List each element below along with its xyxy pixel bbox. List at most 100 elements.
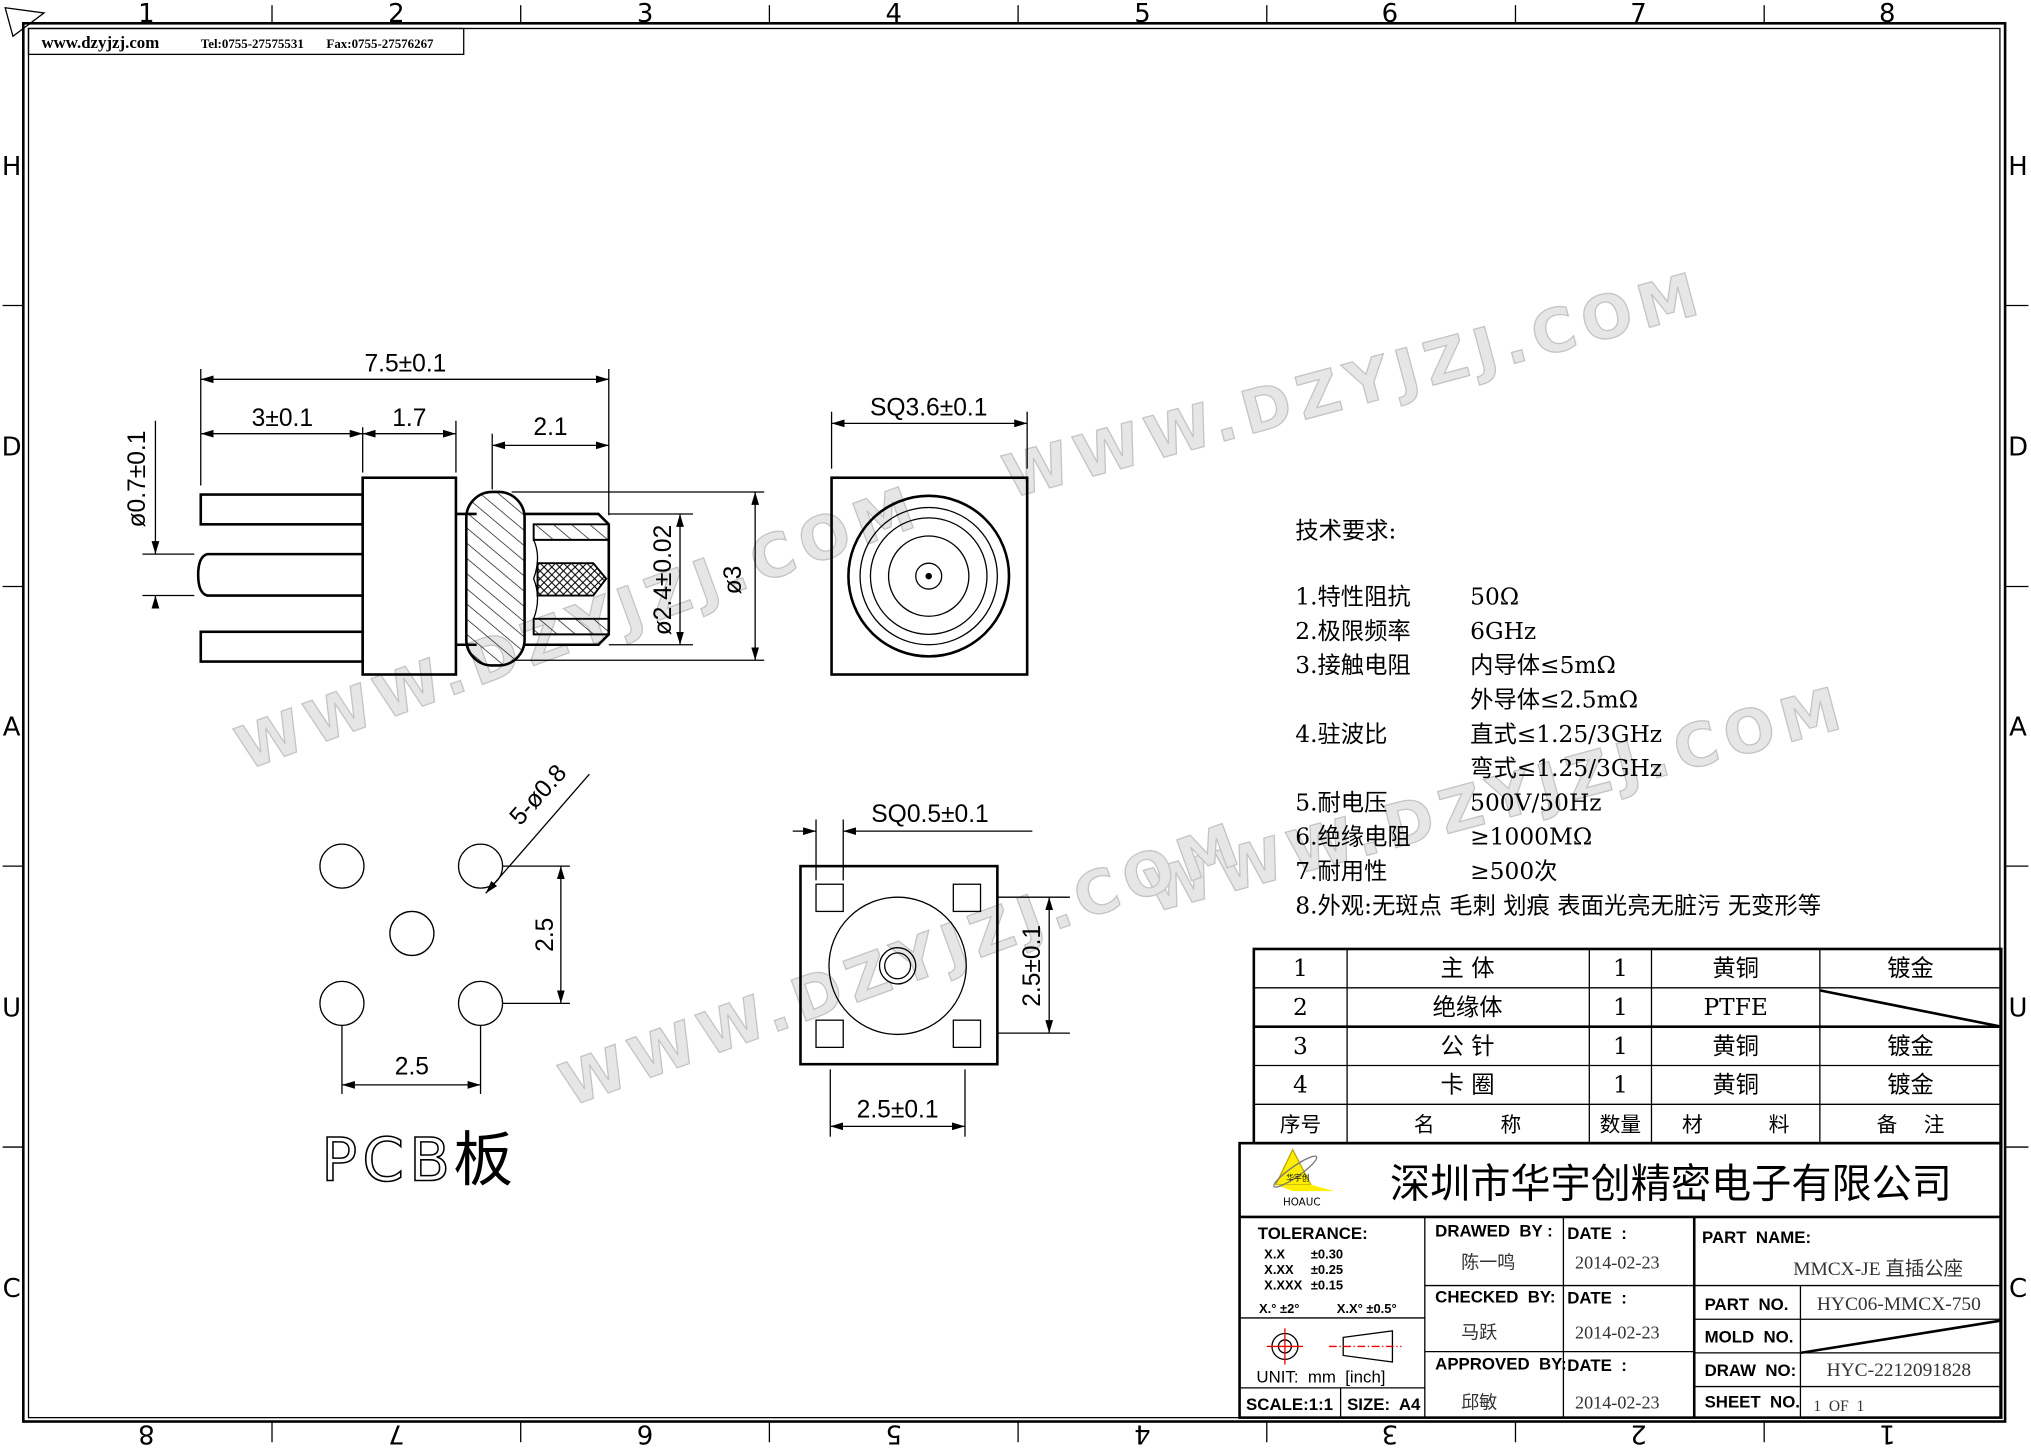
unit-label: UNIT: mm [inch]	[1256, 1368, 1385, 1387]
header-material: 材 料	[1682, 1113, 1789, 1137]
side-view: 7.5±0.1 3±0.1 1.7 2.1 ø0.7±0.1 ø2.4±0.02…	[124, 351, 765, 676]
company-name: 深圳市华宇创精密电子有限公司	[1390, 1162, 1952, 1208]
parts-cell-no: 4	[1293, 1072, 1308, 1099]
pin-center	[196, 552, 363, 597]
grid-col-bottom: 1	[1879, 1418, 1895, 1448]
draw-no-label: DRAW NO:	[1705, 1361, 1797, 1380]
tech-req-value: 弯式≤1.25/3GHz	[1470, 755, 1662, 782]
technical-requirements: 技术要求: 1.特性阻抗 50Ω 2.极限频率 6GHz 3.接触电阻 内导体≤5mΩ 外导…	[1295, 518, 1821, 920]
header-name: 名 称	[1414, 1113, 1521, 1137]
tel-text: Tel:0755-27575531	[201, 36, 304, 51]
parts-cell-qty: 1	[1613, 1072, 1628, 1099]
dim-pin-diameter: ø0.7±0.1	[124, 431, 151, 528]
grid-col-7: 7	[1630, 0, 1646, 29]
watermark: WWW.DZYJZJ.COM	[551, 809, 1254, 1121]
part-name-label: PART NAME:	[1702, 1228, 1811, 1247]
tolerance-value: ±0.30	[1311, 1246, 1343, 1261]
grid-row-a: A	[2009, 712, 2027, 742]
parts-cell-name: 绝缘体	[1433, 994, 1503, 1021]
sheet-no-value: 1 OF 1	[1813, 1398, 1864, 1415]
parts-cell-name: 主 体	[1441, 955, 1495, 982]
grid-row-d: D	[2008, 433, 2028, 463]
tech-req-label: 4.驻波比	[1295, 721, 1387, 748]
front-view: SQ3.6±0.1	[830, 395, 1029, 676]
grid-labels-bottom: 8 7 6 5 4 3 2 1	[138, 1418, 1895, 1448]
watermark: WWW.DZYJZJ.COM	[996, 259, 1712, 513]
tech-req-label: 2.极限频率	[1295, 618, 1410, 645]
dim-hole-count-diameter: 5-ø0.8	[505, 760, 573, 831]
pcb-hole	[319, 980, 365, 1027]
size-label: SIZE: A4	[1347, 1395, 1421, 1414]
date-label: DATE :	[1567, 1356, 1627, 1375]
mold-no-label: MOLD NO.	[1705, 1328, 1794, 1347]
drawing-frame	[2, 5, 2029, 1443]
website-link[interactable]: www.dzyjzj.com	[41, 33, 159, 52]
parts-cell-no: 2	[1293, 994, 1308, 1021]
grid-col-bottom: 2	[1630, 1418, 1646, 1448]
tech-req-label: 7.耐用性	[1295, 858, 1387, 885]
mold-no-empty-diagonal	[1800, 1319, 2002, 1355]
pin-top	[199, 493, 364, 526]
tolerance-value: ±0.25	[1311, 1262, 1343, 1277]
scale-label: SCALE:1:1	[1246, 1395, 1333, 1414]
tech-req-title: 技术要求:	[1295, 518, 1396, 545]
dim-pcb-pitch-horizontal: 2.5	[395, 1054, 429, 1081]
header-no: 序号	[1280, 1113, 1321, 1137]
parts-cell-note: 镀金	[1887, 1072, 1934, 1099]
grid-row-u: U	[2, 993, 21, 1023]
parts-cell-qty: 1	[1613, 955, 1628, 982]
parts-table-header: 序号 名 称 数量 材 料 备 注	[1280, 1113, 1945, 1137]
fax-text: Fax:0755-27576267	[326, 36, 434, 51]
grid-col-5: 5	[1134, 0, 1150, 29]
tech-req-value: ≥500次	[1470, 858, 1557, 885]
parts-cell-material: 黄铜	[1712, 1033, 1759, 1060]
grid-row-d: D	[2, 433, 22, 463]
part-no-label: PART NO.	[1705, 1295, 1789, 1314]
body	[361, 476, 458, 676]
date-drawed: 2014-02-23	[1575, 1253, 1660, 1273]
sheet-no-label: SHEET NO.	[1705, 1392, 1800, 1411]
company-logo: 华宇创 HOAUC	[1273, 1148, 1335, 1208]
tech-req-value: 50Ω	[1470, 584, 1519, 611]
tech-req-value: 直式≤1.25/3GHz	[1470, 721, 1662, 748]
logo-brand: HOAUC	[1283, 1196, 1321, 1208]
approved-by-value: 邱敏	[1461, 1393, 1497, 1413]
tech-req-label: 1.特性阻抗	[1295, 584, 1410, 611]
parts-cell-name: 公 针	[1441, 1033, 1495, 1060]
header-note: 备 注	[1877, 1113, 1945, 1137]
parts-cell-note: 镀金	[1887, 1033, 1934, 1060]
angle-tolerance: X.° ±2°	[1259, 1301, 1299, 1316]
parts-cell-material: 黄铜	[1712, 955, 1759, 982]
tolerance-value: ±0.15	[1311, 1277, 1343, 1292]
tech-req-value: ≥1000MΩ	[1470, 824, 1592, 851]
grid-col-1: 1	[138, 0, 154, 29]
tolerance-format: X.X	[1264, 1246, 1285, 1261]
parts-cell-no: 3	[1293, 1033, 1308, 1060]
dim-overall-length: 7.5±0.1	[364, 351, 446, 378]
dim-front-square: SQ3.6±0.1	[870, 395, 987, 422]
grid-col-3: 3	[637, 0, 653, 29]
projection-symbol-icon	[1266, 1328, 1402, 1365]
parts-cell-note: 镀金	[1887, 955, 1934, 982]
grid-row-c: C	[3, 1274, 21, 1304]
flange	[465, 490, 526, 667]
tech-req-value: 6GHz	[1470, 618, 1536, 645]
tech-req-value: 外导体≤2.5mΩ	[1470, 687, 1638, 714]
date-label: DATE :	[1567, 1224, 1627, 1243]
draw-no-value: HYC-2212091828	[1827, 1360, 1972, 1381]
dim-pcb-pitch-vertical: 2.5	[532, 918, 559, 952]
grid-col-2: 2	[388, 0, 404, 29]
grid-row-a: A	[3, 712, 21, 742]
tech-req-label: 3.接触电阻	[1295, 652, 1410, 679]
parts-cell-name: 卡 圈	[1441, 1072, 1495, 1099]
grid-col-6: 6	[1382, 0, 1398, 29]
dim-outer-diameter: ø3	[720, 566, 747, 595]
pcb-label-cn: 板	[453, 1127, 513, 1196]
checked-by-label: CHECKED BY:	[1435, 1287, 1555, 1306]
tolerance-format: X.XX	[1264, 1262, 1294, 1277]
dim-inner-diameter: ø2.4±0.02	[650, 525, 677, 636]
tech-req-value: 内导体≤5mΩ	[1470, 652, 1616, 679]
header-qty: 数量	[1600, 1113, 1641, 1137]
dim-bottom-pitch-horizontal: 2.5±0.1	[857, 1096, 939, 1123]
